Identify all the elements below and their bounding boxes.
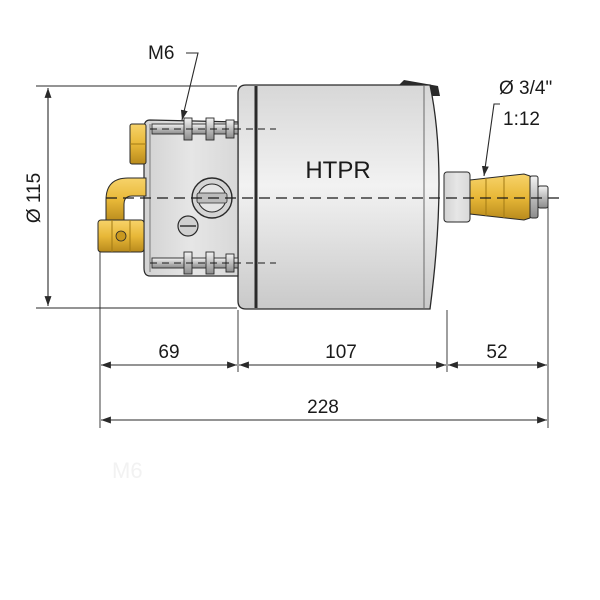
diameter-dimension: Ø 115 [24,88,52,306]
diameter-label: Ø 115 [24,173,45,223]
brass-fittings [97,123,147,253]
extension-lines [36,85,549,428]
body-label: HTPR [305,157,370,184]
dim-front-label: 69 [158,342,179,363]
dim-shaft-label: 52 [486,342,507,363]
dim-body-label: 107 [325,342,357,363]
shaft-assembly [443,171,549,223]
shaft-label-line1: Ø 3/4" [499,78,552,99]
dim-total-label: 228 [307,397,339,418]
pump-body: HTPR [237,80,440,310]
length-dimensions: 69 107 52 228 [101,342,547,424]
shaft-label-line2: 1:12 [503,109,540,130]
callouts: M6 Ø 3/4" 1:12 [148,43,552,177]
faded-text: M6 [112,458,143,483]
center-lines [106,128,560,264]
thread-label: M6 [148,43,174,64]
